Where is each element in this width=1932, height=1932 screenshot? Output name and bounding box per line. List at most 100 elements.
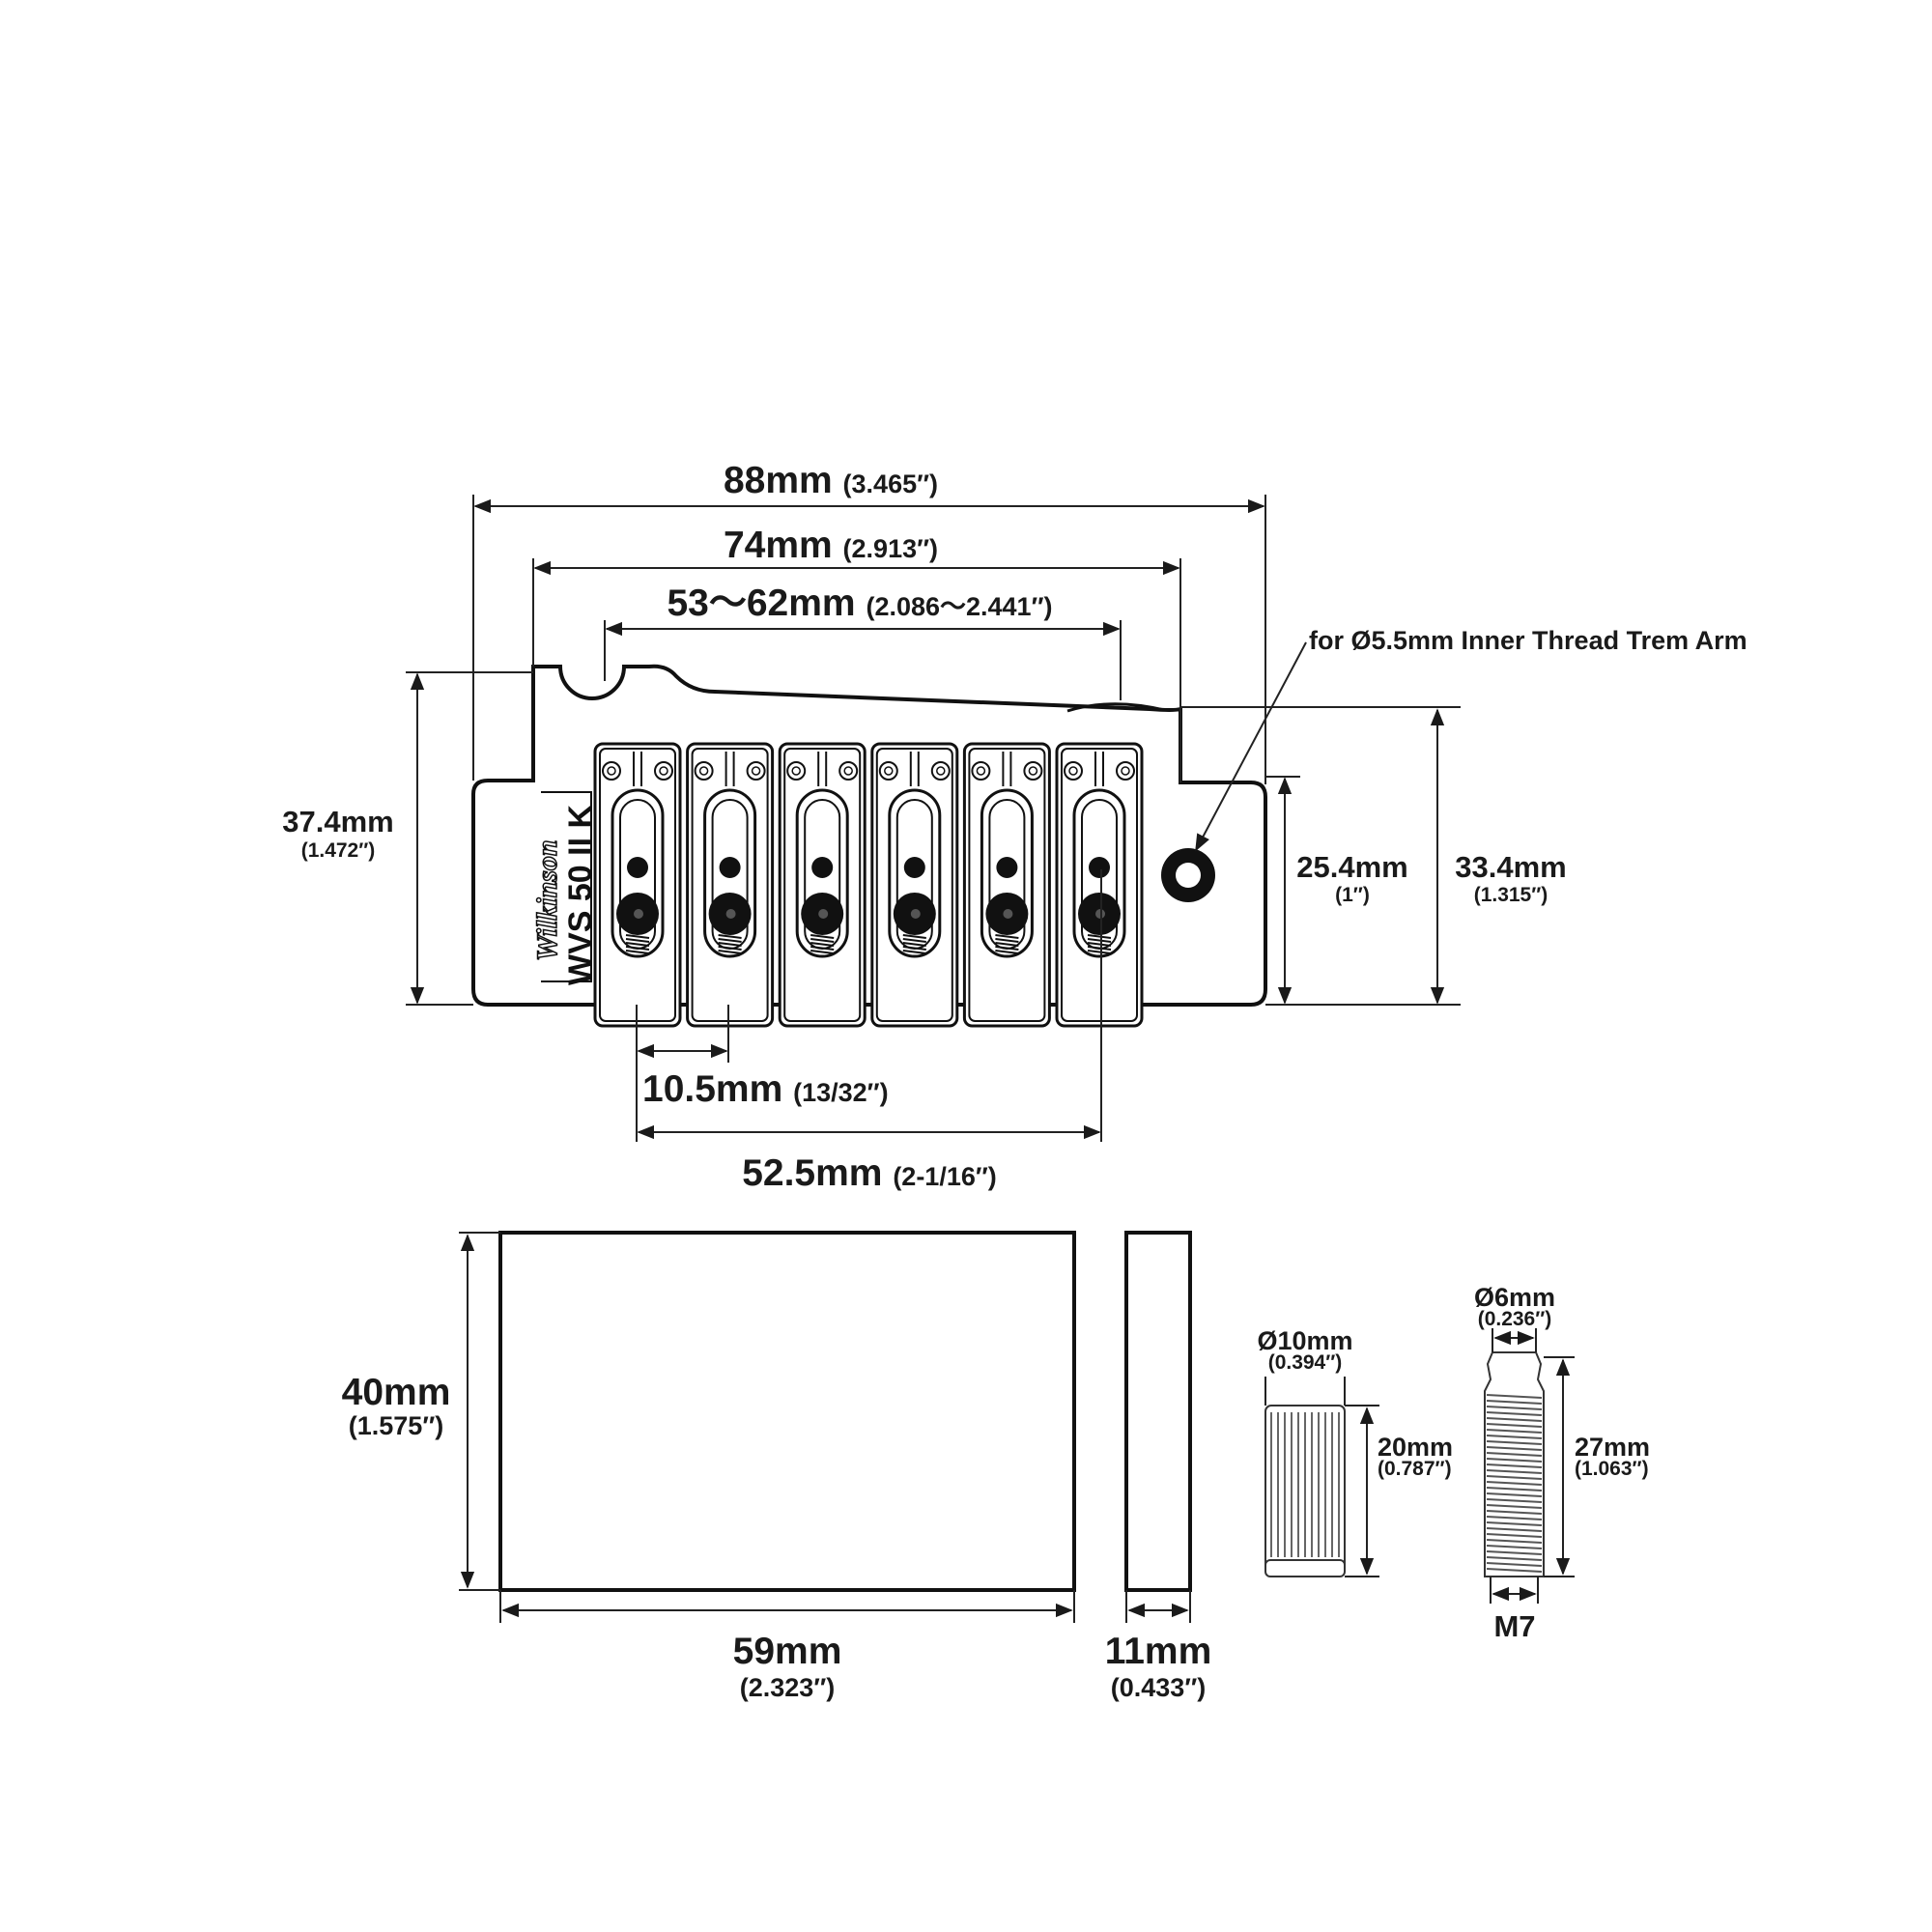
wilkinson-logo: Wilkinson	[530, 839, 564, 962]
intonation-spring-coil	[902, 938, 926, 943]
thread-line	[1486, 1498, 1543, 1503]
dim-label-33mm-inch: (1.315″)	[1473, 884, 1548, 906]
intonation-spring-coil	[810, 942, 835, 947]
intonation-spring-coil	[1087, 946, 1112, 951]
dim-label-20mm: 20mm	[1378, 1433, 1454, 1462]
thread-line	[1486, 1527, 1543, 1532]
thread-line	[1486, 1452, 1543, 1457]
stud-thread	[1486, 1394, 1543, 1573]
dim-label-33mm: 33.4mm	[1455, 850, 1567, 884]
sustain-block	[498, 1231, 1192, 1592]
thread-line	[1486, 1406, 1543, 1410]
thread-line	[1486, 1487, 1543, 1492]
intonation-spring-coil	[902, 946, 926, 951]
dim-label-27mm-inch: (1.063″)	[1575, 1458, 1649, 1480]
intonation-spring-coil	[810, 938, 835, 943]
dim-label-20mm-inch: (0.787″)	[1378, 1458, 1452, 1480]
intonation-spring-coil	[995, 950, 1019, 954]
intonation-spring-coil	[810, 950, 835, 954]
trem-arm-hole	[1161, 848, 1215, 902]
height-screw-center	[791, 766, 801, 776]
intonation-spring-coil	[902, 942, 926, 947]
dim-label-25mm: 25.4mm	[1296, 850, 1408, 884]
thread-line	[1486, 1469, 1543, 1474]
dim-label-saddle-range: 53～62mm (2.086～2.441″)	[667, 584, 1052, 622]
dim-mm-text: 88mm	[723, 460, 833, 501]
saddle	[686, 742, 775, 1028]
model-label: WVS 50 II K	[562, 804, 599, 985]
height-screw-center	[884, 766, 894, 776]
intonation-spring-coil	[1087, 938, 1112, 943]
intonation-spring-coil	[718, 942, 742, 947]
thread-line	[1486, 1539, 1543, 1544]
thread-line	[1486, 1423, 1543, 1428]
dim-inch-text: (13/32″)	[793, 1078, 889, 1107]
dim-label-40mm-inch: (1.575″)	[348, 1411, 444, 1440]
saddle	[962, 742, 1051, 1028]
thread-line	[1486, 1568, 1543, 1573]
block-side-view	[1124, 1231, 1192, 1592]
intonation-spring-coil	[718, 938, 742, 943]
height-screw-center	[1028, 766, 1038, 776]
dim-mm-text: 52.5mm	[742, 1152, 883, 1194]
thread-line	[1486, 1475, 1543, 1480]
bushing-diameter-lines	[1264, 1377, 1346, 1406]
string-hole-icon	[719, 857, 741, 878]
block-front-view	[498, 1231, 1076, 1592]
intonation-spring-coil	[902, 950, 926, 954]
saddle	[778, 742, 867, 1028]
saddle	[870, 742, 959, 1028]
thread-line	[1486, 1545, 1543, 1549]
dim-label-6mm-dia-inch: (0.236″)	[1477, 1308, 1552, 1330]
height-screw-center	[698, 766, 709, 776]
thread-line	[1486, 1550, 1543, 1555]
saddle-inner-outline	[691, 748, 769, 1022]
dim-inch-text: (3.465″)	[842, 469, 939, 498]
saddle-inner-outline	[783, 748, 862, 1022]
string-hole-icon	[1089, 857, 1110, 878]
string-hole-icon	[627, 857, 648, 878]
ferrule-highlight	[634, 909, 643, 919]
dim-label-25mm-inch: (1″)	[1335, 884, 1370, 906]
thread-line	[1486, 1417, 1543, 1422]
thread-line	[1486, 1481, 1543, 1486]
height-screw-center	[843, 766, 853, 776]
dim-label-88mm: 88mm (3.465″)	[724, 462, 938, 499]
thread-line	[1486, 1435, 1543, 1439]
intonation-spring-coil	[810, 934, 835, 939]
dim-label-11mm-inch: (0.433″)	[1110, 1673, 1207, 1702]
ferrule-highlight	[818, 909, 829, 919]
intonation-spring-coil	[995, 946, 1019, 951]
stud-dimension-lines	[1490, 1328, 1575, 1604]
intonation-spring-coil	[625, 950, 650, 954]
dim-mm-text: 53～62mm	[667, 582, 856, 624]
string-hole-icon	[996, 857, 1018, 878]
dim-label-10mm: 10.5mm (13/32″)	[642, 1070, 889, 1108]
intonation-spring-coil	[625, 942, 650, 947]
dim-label-37mm-inch: (1.472″)	[300, 839, 376, 862]
intonation-spring-coil	[718, 946, 742, 951]
dim-label-74mm: 74mm (2.913″)	[724, 526, 938, 564]
thread-label-m7: M7	[1493, 1609, 1536, 1643]
intonation-spring-coil	[1087, 950, 1112, 954]
anchor-bushing	[1264, 1405, 1346, 1577]
ferrule-highlight	[725, 909, 736, 919]
height-screw-center	[659, 766, 668, 776]
intonation-spring-coil	[810, 946, 835, 951]
thread-line	[1486, 1504, 1543, 1509]
intonation-spring-coil	[1087, 934, 1112, 939]
dim-mm-text: 74mm	[723, 525, 833, 566]
dim-label-11mm: 11mm	[1104, 1631, 1212, 1672]
thread-line	[1486, 1400, 1543, 1405]
dim-label-59mm: 59mm	[732, 1631, 842, 1672]
thread-line	[1486, 1429, 1543, 1434]
dim-label-10mm-dia: Ø10mm	[1257, 1326, 1353, 1355]
dim-inch-text: (2.913″)	[842, 534, 939, 563]
string-hole-icon	[811, 857, 834, 878]
bridge-dimension-lines	[406, 495, 1461, 1142]
thread-line	[1486, 1533, 1543, 1538]
thread-line	[1486, 1446, 1543, 1451]
arm-pocket-outline	[1066, 702, 1165, 713]
saddle-inner-outline	[875, 748, 953, 1022]
